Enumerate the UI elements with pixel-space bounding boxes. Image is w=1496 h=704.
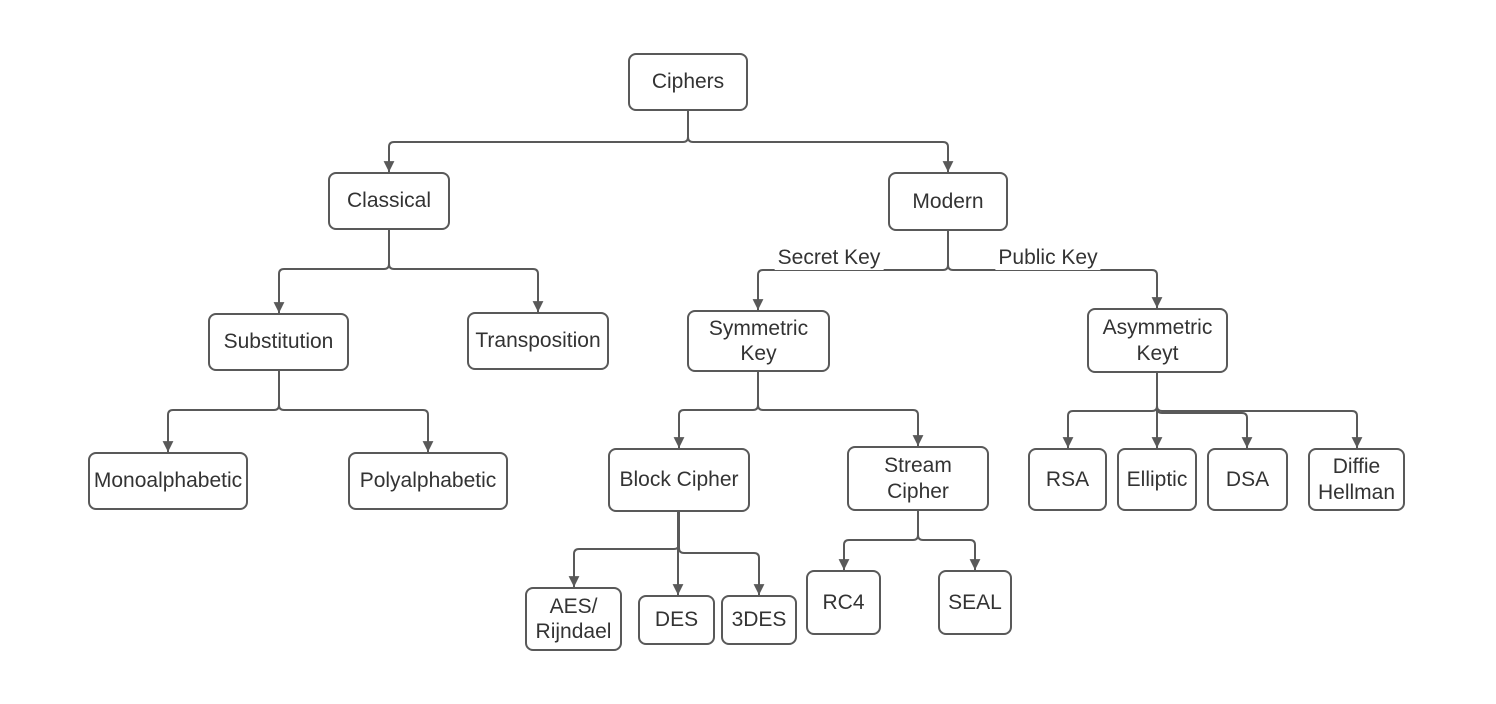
node-monoalphabetic-label: Monoalphabetic: [93, 469, 243, 493]
node-dsa-label: DSA: [1225, 467, 1270, 491]
edge-label-secret-key: Secret Key: [774, 246, 884, 270]
node-stream-cipher: Stream Cipher: [847, 446, 989, 511]
node-modern-label: Modern: [912, 189, 984, 213]
edge-ciphers-modern: [687, 111, 954, 172]
edge-modern-asymmetric-key: [947, 231, 1163, 308]
node-block-cipher-label: Block Cipher: [619, 468, 739, 492]
edge-symmetric-stream-cipher: [757, 372, 924, 446]
node-classical: Classical: [328, 172, 450, 230]
node-rc4-label: RC4: [822, 590, 865, 614]
node-ciphers-label: Ciphers: [651, 70, 725, 94]
node-diffie-hellman-label: Diffie Hellman: [1317, 455, 1396, 504]
node-polyalphabetic-label: Polyalphabetic: [359, 469, 497, 493]
edge-block-3des: [678, 512, 765, 595]
node-rc4: RC4: [806, 570, 881, 635]
node-rsa-label: RSA: [1045, 467, 1090, 491]
node-monoalphabetic: Monoalphabetic: [88, 452, 248, 510]
edge-stream-seal: [917, 511, 981, 570]
node-3des-label: 3DES: [731, 608, 787, 632]
node-rsa: RSA: [1028, 448, 1107, 511]
edge-block-aes: [568, 512, 680, 587]
node-elliptic: Elliptic: [1117, 448, 1197, 511]
edge-classical-transposition: [388, 230, 544, 312]
edge-modern-symmetric-key: [752, 231, 949, 310]
node-block-cipher: Block Cipher: [608, 448, 750, 512]
node-seal: SEAL: [938, 570, 1012, 635]
node-stream-cipher-label: Stream Cipher: [884, 454, 952, 503]
node-3des: 3DES: [721, 595, 797, 645]
node-asymmetric-key: Asymmetric Keyt: [1087, 308, 1228, 373]
edge-stream-rc4: [838, 511, 919, 570]
edge-substitution-polyalphabetic: [278, 371, 434, 452]
node-aes-rijndael-label: AES/ Rijndael: [535, 594, 612, 643]
node-asymmetric-key-label: Asymmetric Keyt: [1102, 316, 1213, 365]
node-classical-label: Classical: [346, 189, 432, 213]
node-des: DES: [638, 595, 715, 645]
node-elliptic-label: Elliptic: [1126, 467, 1188, 491]
edge-ciphers-classical: [383, 111, 689, 172]
edge-classical-substitution: [273, 230, 390, 313]
edge-asymmetric-diffie: [1156, 373, 1363, 448]
node-des-label: DES: [654, 608, 699, 632]
node-polyalphabetic: Polyalphabetic: [348, 452, 508, 510]
node-transposition-label: Transposition: [475, 329, 601, 353]
edge-label-public-key: Public Key: [995, 246, 1101, 270]
node-modern: Modern: [888, 172, 1008, 231]
edge-substitution-monoalphabetic: [162, 371, 280, 452]
node-seal-label: SEAL: [948, 590, 1002, 614]
node-diffie-hellman: Diffie Hellman: [1308, 448, 1405, 511]
node-dsa: DSA: [1207, 448, 1288, 511]
edge-asymmetric-rsa: [1062, 373, 1158, 448]
node-substitution: Substitution: [208, 313, 349, 371]
node-symmetric-key: Symmetric Key: [687, 310, 830, 372]
node-symmetric-key-label: Symmetric Key: [708, 316, 809, 365]
edge-symmetric-block-cipher: [673, 372, 759, 448]
node-ciphers: Ciphers: [628, 53, 748, 111]
node-transposition: Transposition: [467, 312, 609, 370]
node-substitution-label: Substitution: [223, 330, 334, 354]
node-aes-rijndael: AES/ Rijndael: [525, 587, 622, 651]
